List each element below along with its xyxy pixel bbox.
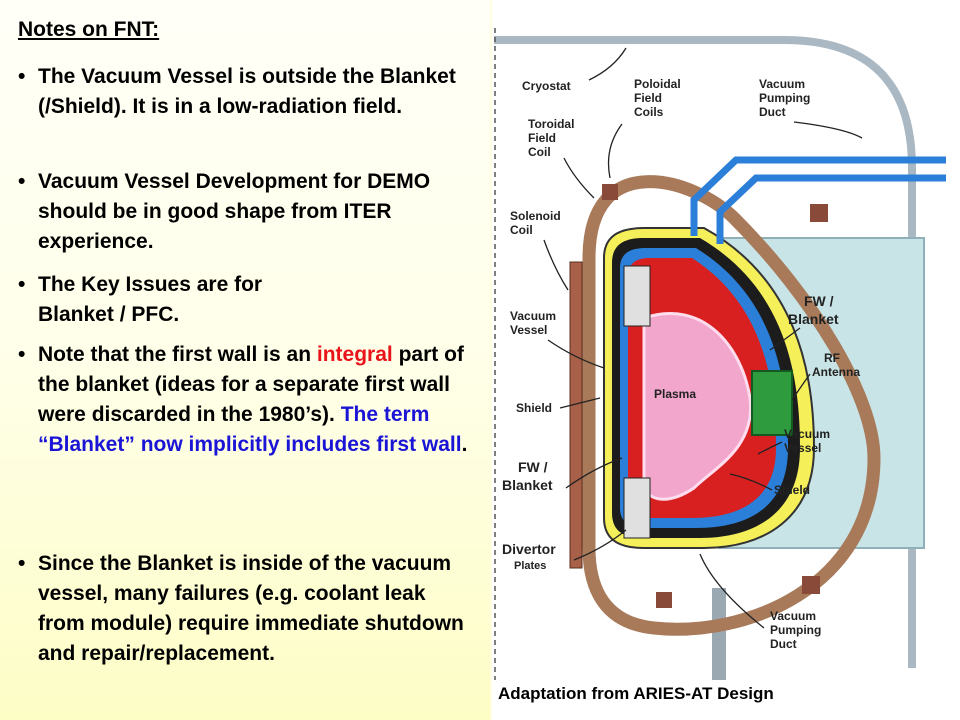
leader-vv-right bbox=[757, 441, 783, 455]
label-vv-right-line2: Vessel bbox=[784, 441, 821, 455]
plasma bbox=[642, 312, 753, 501]
label-fw-right-line1: FW / bbox=[804, 293, 834, 309]
notes-panel: Notes on FNT: • The Vacuum Vessel is out… bbox=[0, 0, 490, 720]
bullet-key-issues: • The Key Issues are for Blanket / PFC. bbox=[18, 270, 473, 330]
bullet-marker: • bbox=[18, 170, 26, 193]
label-vpd-bottom-line2: Pumping bbox=[770, 623, 821, 637]
notes-heading: Notes on FNT: bbox=[18, 18, 160, 41]
label-fw-left-line2: Blanket bbox=[502, 477, 553, 493]
label-plasma: Plasma bbox=[654, 387, 696, 401]
bullet-text: Since the Blanket is inside of the vacuu… bbox=[38, 552, 464, 665]
bullet-text-end: . bbox=[461, 433, 468, 456]
leader-shield-right bbox=[729, 473, 773, 491]
label-poloidal-line2: Field bbox=[634, 91, 662, 105]
leader-solenoid bbox=[543, 239, 569, 291]
label-divertor-line2: Plates bbox=[514, 560, 546, 572]
upper-divertor bbox=[623, 265, 651, 327]
bullet-vacuum-vessel-outside: • The Vacuum Vessel is outside the Blank… bbox=[18, 62, 473, 122]
bullet-vv-development: • Vacuum Vessel Development for DEMO sho… bbox=[18, 167, 473, 257]
label-vpd-top-line3: Duct bbox=[759, 105, 786, 119]
toroidal-field-coil bbox=[582, 175, 881, 636]
label-vpd-bottom-line3: Duct bbox=[770, 637, 797, 651]
label-cryostat: Cryostat bbox=[522, 79, 571, 93]
bullet-marker: • bbox=[18, 65, 26, 88]
label-divertor-line1: Divertor bbox=[502, 541, 556, 557]
bullet-text: The Vacuum Vessel is outside the Blanket… bbox=[38, 65, 456, 118]
upper-pumping-duct bbox=[690, 156, 946, 236]
label-solenoid-line1: Solenoid bbox=[510, 209, 561, 223]
label-toroidal-line3: Coil bbox=[528, 145, 551, 159]
label-poloidal-line1: Poloidal bbox=[634, 77, 681, 91]
label-toroidal-line1: Toroidal bbox=[528, 117, 574, 131]
pf-coil bbox=[602, 184, 618, 200]
label-shield-right: Shield bbox=[774, 483, 810, 497]
leader-vpd-bottom bbox=[699, 553, 765, 629]
label-fw-right-line2: Blanket bbox=[788, 311, 839, 327]
cryostat-wall bbox=[494, 36, 916, 668]
label-vv-right-line1: Vacuum bbox=[784, 427, 830, 441]
leader-shield-left bbox=[559, 397, 601, 409]
solenoid-coil bbox=[569, 261, 583, 569]
bullet-text-line2: Blanket / PFC. bbox=[38, 303, 180, 326]
bullet-first-wall-integral: • Note that the first wall is an integra… bbox=[18, 340, 473, 460]
bullet-text: Vacuum Vessel Development for DEMO shoul… bbox=[38, 170, 431, 253]
leader-fw-right bbox=[769, 327, 801, 351]
leader-lines bbox=[543, 47, 863, 629]
bullet-marker: • bbox=[18, 552, 26, 575]
label-poloidal-line3: Coils bbox=[634, 105, 664, 119]
diagram-caption: Adaptation from ARIES-AT Design bbox=[498, 684, 774, 703]
label-vpd-bottom-line1: Vacuum bbox=[770, 609, 816, 623]
label-fw-left-line1: FW / bbox=[518, 459, 548, 475]
leader-toroidal bbox=[563, 157, 595, 199]
leader-divertor bbox=[573, 529, 627, 561]
bullet-text-line1: The Key Issues are for bbox=[38, 273, 263, 296]
blanket-definition-highlight: The term “Blanket” now implicitly includ… bbox=[38, 403, 462, 456]
bullet-blanket-inside-vessel: • Since the Blanket is inside of the vac… bbox=[18, 549, 473, 669]
label-rf-line1: RF bbox=[824, 351, 840, 365]
label-vv-left-line1: Vacuum bbox=[510, 309, 556, 323]
bullet-marker: • bbox=[18, 343, 26, 366]
pf-coil bbox=[656, 592, 672, 608]
leader-poloidal bbox=[607, 123, 623, 179]
bullet-marker: • bbox=[18, 273, 26, 296]
label-shield-left: Shield bbox=[516, 401, 552, 415]
tokamak-cross-section-diagram: Cryostat Poloidal Field Coils Vacuum Pum… bbox=[494, 28, 946, 680]
leader-fw-left bbox=[565, 457, 623, 489]
support-column bbox=[712, 588, 726, 680]
leader-cryostat bbox=[588, 47, 627, 81]
leader-vv-left bbox=[547, 339, 605, 369]
integral-highlight: integral bbox=[316, 343, 393, 366]
bullet-text-a: Note that the first wall is an bbox=[38, 343, 317, 366]
leader-rf bbox=[791, 373, 811, 401]
rf-antenna bbox=[751, 370, 793, 436]
label-vpd-top-line2: Pumping bbox=[759, 91, 810, 105]
label-rf-line2: Antenna bbox=[812, 365, 860, 379]
label-toroidal-line2: Field bbox=[528, 131, 556, 145]
label-vpd-top-line1: Vacuum bbox=[759, 77, 805, 91]
upper-pumping-duct-inner bbox=[716, 174, 946, 244]
leader-vpd-top bbox=[793, 121, 863, 139]
label-vv-left-line2: Vessel bbox=[510, 323, 547, 337]
label-solenoid-line2: Coil bbox=[510, 223, 533, 237]
lower-divertor bbox=[623, 477, 651, 539]
bullet-text-b: part of the blanket (ideas for a separat… bbox=[38, 343, 464, 426]
pf-coil bbox=[810, 204, 828, 222]
pf-coil bbox=[802, 576, 820, 594]
